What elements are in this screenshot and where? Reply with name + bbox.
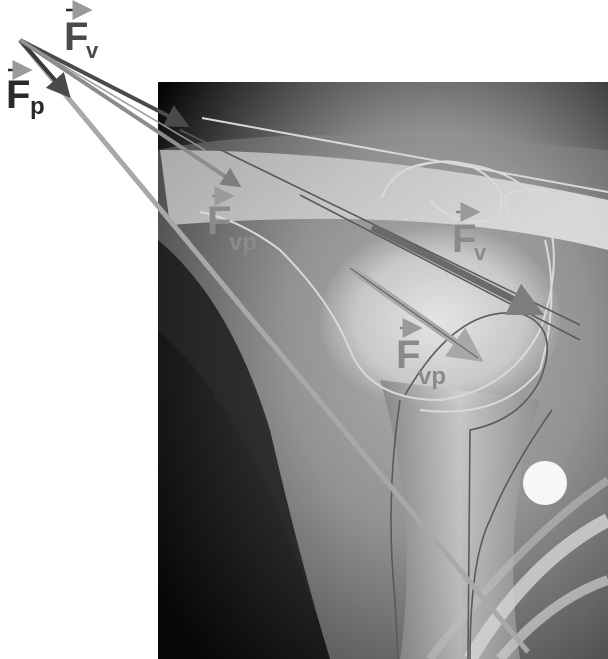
svg-text:v: v — [474, 240, 487, 265]
svg-text:F: F — [64, 15, 88, 59]
label-f-p: F p — [6, 70, 45, 120]
label-f-v-top: F v — [64, 10, 99, 63]
svg-text:F: F — [207, 199, 231, 243]
svg-text:v: v — [86, 38, 99, 63]
svg-text:F: F — [396, 333, 420, 377]
svg-text:vp: vp — [229, 229, 257, 256]
svg-text:p: p — [30, 93, 45, 120]
svg-text:F: F — [452, 217, 476, 261]
svg-text:vp: vp — [418, 363, 446, 390]
svg-text:F: F — [6, 73, 30, 117]
